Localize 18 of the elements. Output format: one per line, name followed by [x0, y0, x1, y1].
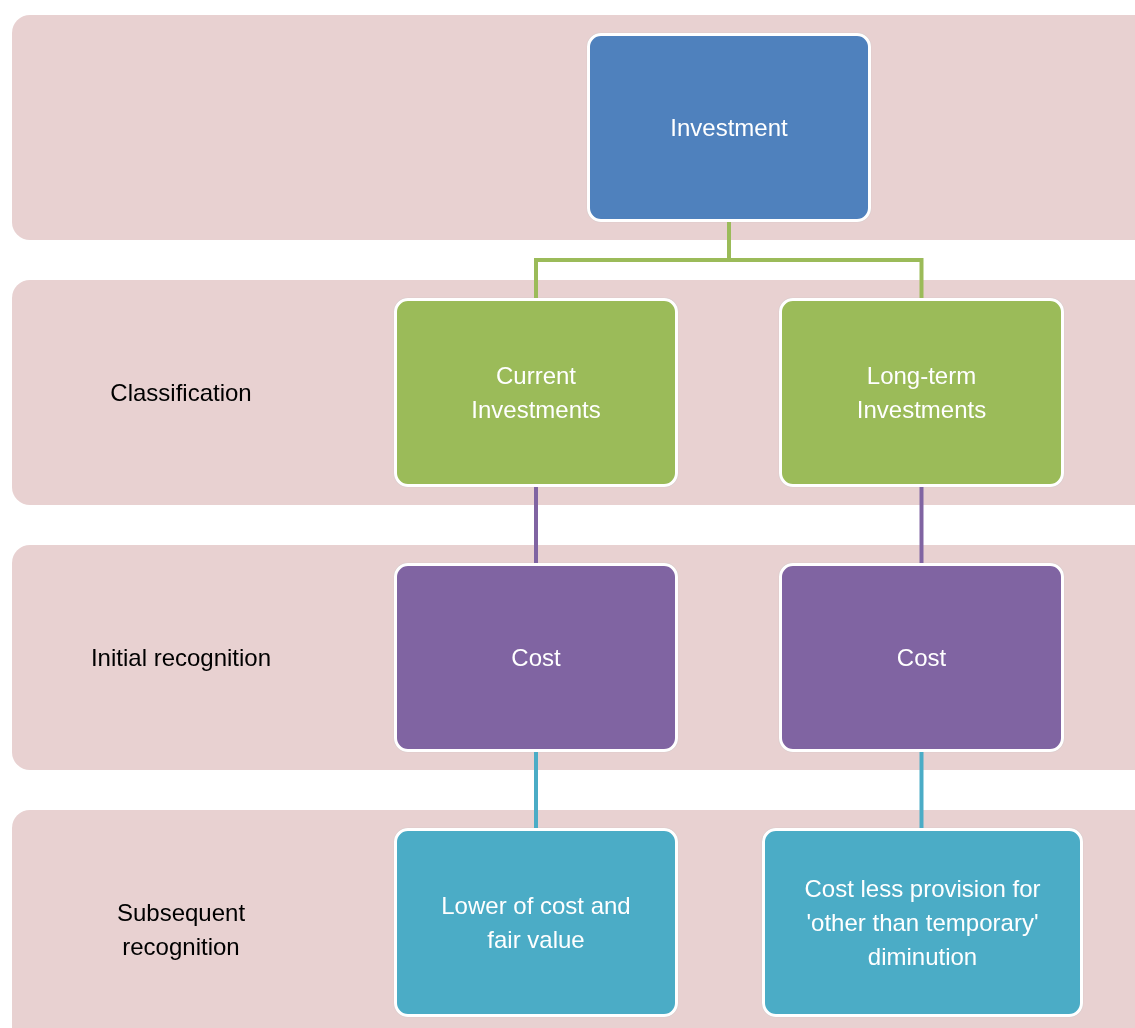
lane-label: Initial recognition — [89, 642, 273, 673]
process-box: Investment — [587, 33, 871, 222]
lane-label: Subsequent recognition — [115, 898, 247, 962]
process-box: Cost less provision for 'other than temporary' diminution — [762, 828, 1083, 1017]
swimlane-band — [12, 15, 1135, 240]
swimlane-band — [12, 280, 1135, 505]
swimlane-band — [12, 810, 1135, 1028]
lane-label: Classification — [109, 377, 253, 408]
process-box: Cost — [394, 563, 678, 752]
process-box: Long-term Investments — [779, 298, 1064, 487]
process-box: Lower of cost and fair value — [394, 828, 678, 1017]
swimlane-band — [12, 545, 1135, 770]
process-box: Cost — [779, 563, 1064, 752]
connector-line — [919, 487, 924, 563]
connector-line — [534, 487, 538, 563]
process-box: Current Investments — [394, 298, 678, 487]
connector-line — [534, 752, 538, 828]
connector-line — [919, 752, 924, 828]
